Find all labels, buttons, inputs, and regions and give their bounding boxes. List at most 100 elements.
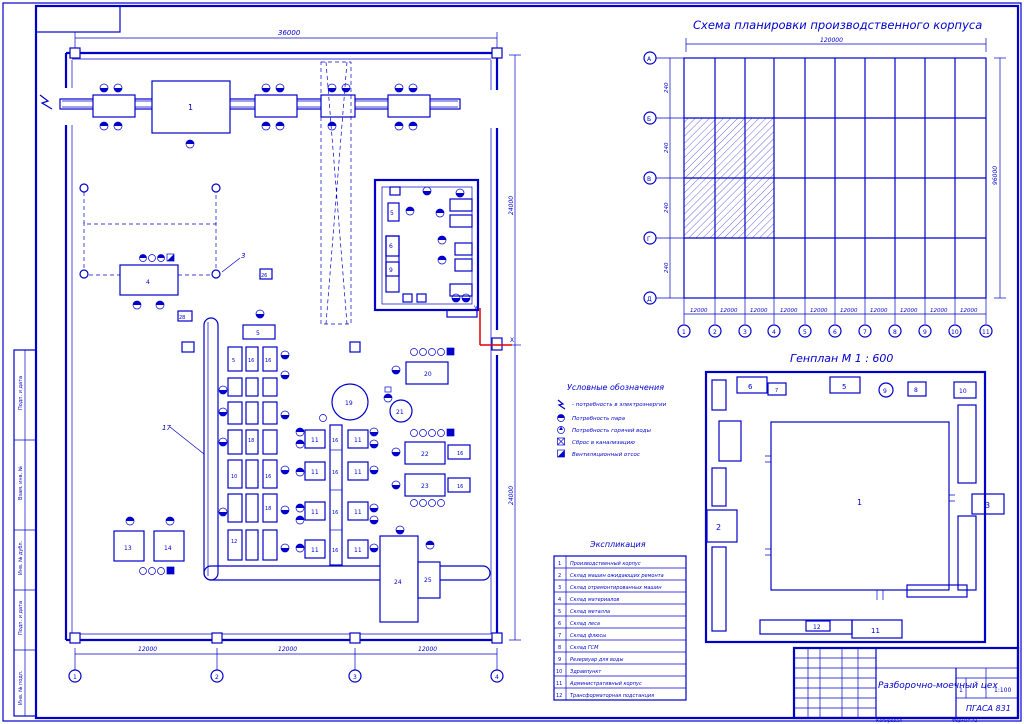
- side-stamp-text: Взам. инв. №: [18, 465, 24, 500]
- col-label: 4: [772, 329, 776, 336]
- stamp-sheet: 1: [959, 687, 963, 694]
- eq-9: 9: [389, 267, 393, 274]
- eq-6: 6: [389, 243, 393, 250]
- gen-6: 6: [748, 383, 753, 391]
- room-top-right: [373, 178, 480, 312]
- col-dim: 12000: [840, 308, 858, 314]
- eq-18b: 18: [265, 506, 271, 512]
- eq-5: 5: [390, 210, 394, 217]
- expl-num: 3: [558, 585, 561, 591]
- stamp-scale: 1:100: [994, 687, 1011, 694]
- expl-text: Склад флюсы: [570, 633, 606, 639]
- expl-num: 4: [558, 597, 561, 603]
- gen-3: 3: [985, 501, 990, 510]
- eq-5b: 5: [256, 330, 260, 337]
- eq-24: 24: [394, 579, 402, 586]
- eq-16h: 16: [457, 451, 463, 457]
- col-label: 5: [803, 329, 807, 336]
- eq-16e: 16: [332, 470, 338, 476]
- axis-x: Х: [510, 337, 514, 344]
- schema-cols: 12000 12000 12000 12000 12000 12000 1200…: [677, 298, 993, 338]
- genplan-title: Генплан М 1 : 600: [790, 352, 893, 365]
- eq-18a: 18: [248, 438, 254, 444]
- col-label: 3: [743, 329, 747, 336]
- eq-19: 19: [345, 400, 353, 407]
- dim-right-top: 24000: [508, 196, 515, 215]
- axis-4: 4: [495, 674, 499, 681]
- corner-box: [35, 5, 121, 33]
- genplan: Генплан М 1 : 600 1 2 3 6 7 5 9 8 10: [704, 352, 1005, 644]
- gen-7: 7: [775, 388, 778, 394]
- legend: Условные обозначения - потребность в эле…: [557, 383, 667, 458]
- side-stamp-text: Подп. и дата: [18, 601, 24, 635]
- stamp-title: Разборочно-моечный цех: [878, 681, 998, 691]
- expl-num: 10: [556, 669, 562, 675]
- eq-13: 13: [124, 545, 132, 552]
- machine-bays: 11 11 11 11 16 16 16 16 11 11 11 11: [295, 414, 435, 566]
- leader-3: 3: [241, 252, 245, 260]
- col-dim: 12000: [960, 308, 978, 314]
- axis-y: У: [474, 305, 478, 312]
- axis-2: 2: [215, 674, 219, 681]
- row-dim: 240: [664, 202, 670, 213]
- schema-title: Схема планировки производственного корпу…: [693, 18, 982, 32]
- col-label: 9: [923, 329, 927, 336]
- stamp-bottom-left: Копировал: [876, 718, 902, 724]
- col-dim: 12000: [750, 308, 768, 314]
- eq-11f: 11: [354, 469, 362, 476]
- gen-10: 10: [959, 388, 967, 395]
- eq-22: 22: [421, 451, 429, 458]
- row-label: Д: [647, 296, 652, 303]
- utility-markers-4: [132, 253, 175, 310]
- dim-bay-2: 12000: [278, 646, 297, 653]
- expl-text: Склад леса: [570, 621, 600, 627]
- gen-11: 11: [871, 627, 880, 635]
- legend-title: Условные обозначения: [567, 383, 664, 392]
- utility-markers-top: [99, 83, 418, 149]
- expl-text: Административный корпус: [569, 681, 642, 687]
- gen-5: 5: [842, 383, 846, 391]
- conveyor-17: [203, 317, 219, 581]
- eq-5c: 5: [232, 358, 235, 364]
- expl-num: 8: [558, 645, 561, 651]
- col-label: 1: [682, 329, 686, 336]
- eq-16g: 16: [332, 548, 338, 554]
- side-stamp-text: Подп. и дата: [18, 376, 24, 410]
- col-dim: 12000: [870, 308, 888, 314]
- dim-bay-1: 12000: [138, 646, 157, 653]
- eq-11a: 11: [311, 437, 319, 444]
- gen-9: 9: [883, 388, 887, 395]
- eq-16a: 16: [248, 358, 254, 364]
- col-label: 11: [982, 329, 990, 336]
- legend-item: Потребность пара: [572, 416, 626, 422]
- eq-16i: 16: [457, 484, 463, 490]
- stack-2: 16 16 18: [262, 346, 278, 561]
- expl-num: 2: [558, 573, 561, 579]
- stamp-bottom-right: Формат А1: [952, 718, 978, 724]
- title-block: Разборочно-моечный цех 1 1:100 ПГАСА 831: [792, 646, 1020, 720]
- eq-16b: 16: [265, 358, 271, 364]
- col-label: 6: [833, 329, 837, 336]
- row-dim: 240: [664, 142, 670, 153]
- stamp-org: ПГАСА 831: [966, 704, 1011, 713]
- eq-4: 4: [146, 279, 150, 286]
- col-dim: 12000: [720, 308, 738, 314]
- col-dim: 12000: [900, 308, 918, 314]
- schema-rows: А Б В Г Д 240 240 240 240: [643, 51, 684, 305]
- expl-num: 11: [556, 681, 562, 687]
- legend-item: Вентиляционный отсос: [572, 452, 640, 458]
- expl-text: Резервуар для воды: [570, 657, 623, 663]
- gen-2: 2: [716, 523, 721, 532]
- col-dim: 12000: [930, 308, 948, 314]
- row-label: В: [647, 176, 651, 183]
- row-label: Б: [647, 116, 651, 123]
- expl-text: Склад отремонтированных машин: [570, 585, 662, 591]
- schema-dim-right: 96000: [992, 166, 999, 185]
- eq-23: 23: [421, 483, 429, 490]
- expl-num: 9: [558, 657, 561, 663]
- col-dim: 12000: [690, 308, 708, 314]
- utility-markers-stack: [218, 309, 290, 553]
- explication: Экспликация 1 Производственный корпус 2 …: [553, 540, 687, 701]
